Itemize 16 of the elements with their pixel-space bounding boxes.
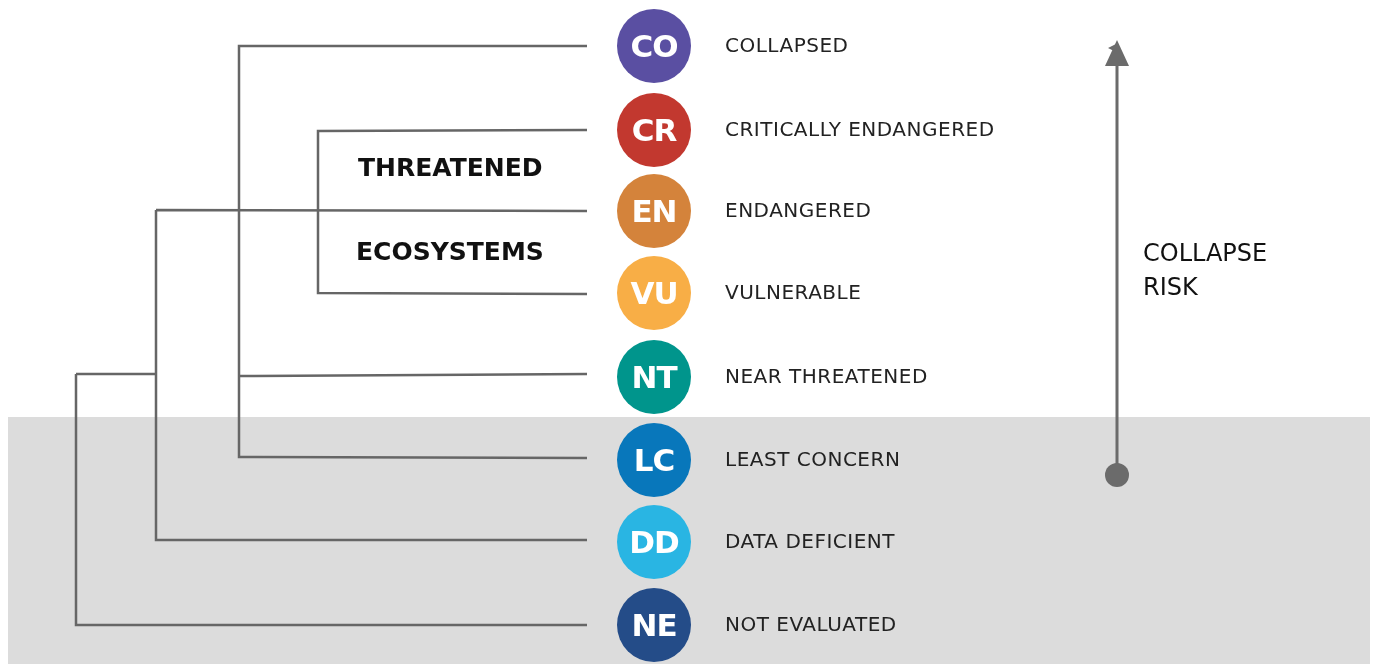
category-circle: CO [617,9,691,83]
category-label: ENDANGERED [725,198,872,222]
category-label: NOT EVALUATED [725,612,897,636]
category-label: DATA DEFICIENT [725,529,895,553]
category-circle: NT [617,340,691,414]
category-label: COLLAPSED [725,33,849,57]
category-circle: VU [617,256,691,330]
category-label: CRITICALLY ENDANGERED [725,117,995,141]
group-label: ECOSYSTEMS [356,237,544,266]
axis-label: COLLAPSE RISK [1143,238,1269,303]
category-label: NEAR THREATENED [725,364,928,388]
category-circle: CR [617,93,691,167]
category-label: VULNERABLE [725,280,862,304]
group-label: THREATENED [358,153,543,182]
category-circle: EN [617,174,691,248]
category-label: LEAST CONCERN [725,447,901,471]
